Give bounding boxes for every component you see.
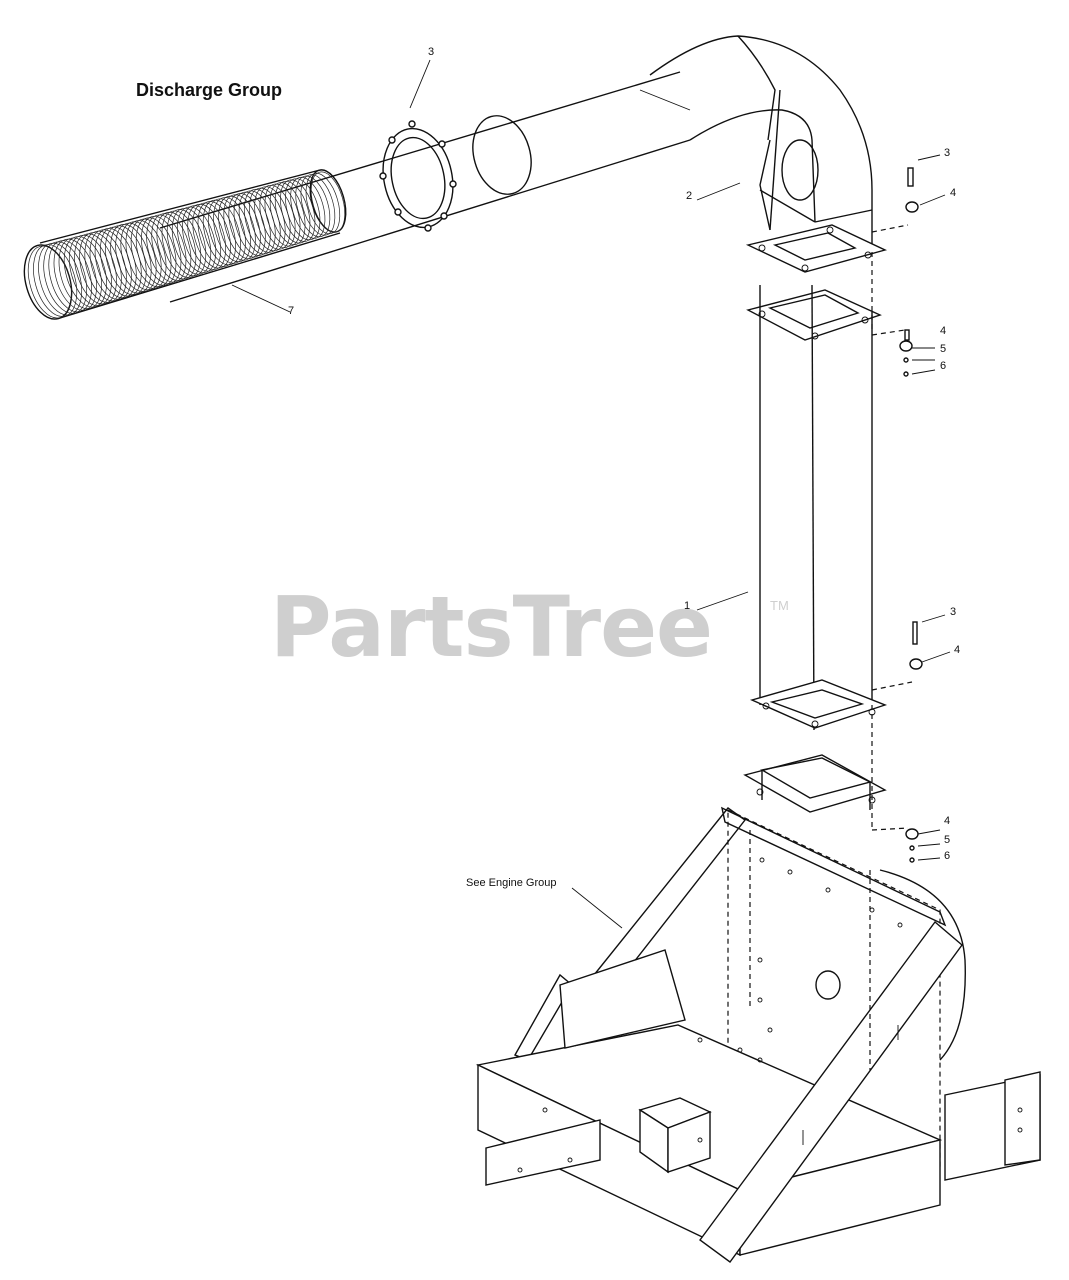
- hose-coil: [197, 201, 236, 267]
- hose-coil: [110, 224, 152, 294]
- hose-coil: [192, 202, 231, 269]
- hose-coil: [53, 238, 97, 311]
- watermark-trademark: TM: [770, 598, 789, 613]
- engine-frame: [475, 806, 1041, 1263]
- hose-coil: [207, 198, 246, 264]
- callout-lockwasher-mid: 5: [940, 343, 947, 355]
- lower-adapter: [743, 754, 887, 813]
- alignment-lines: [871, 224, 913, 831]
- callout-nut-mid: 6: [940, 360, 947, 372]
- hose-coil: [135, 217, 177, 286]
- hose-coil: [305, 172, 341, 235]
- leader-lines: [231, 59, 951, 929]
- hose-coil: [161, 210, 202, 278]
- hose-coil: [213, 197, 251, 263]
- hose-coil: [156, 211, 197, 280]
- hose-coil: [125, 220, 167, 289]
- upper-gasket: [746, 289, 882, 341]
- discharge-tube: [159, 71, 691, 303]
- hose-coil: [202, 199, 241, 266]
- hose-coil: [310, 171, 346, 233]
- hose-coil: [280, 179, 316, 242]
- hose-coil: [151, 213, 192, 281]
- hose-coil: [74, 233, 117, 305]
- hose-coil: [295, 175, 331, 238]
- callout-nut-bottom: 6: [944, 850, 951, 862]
- hose-coil: [58, 237, 102, 309]
- hose-coil: [130, 218, 172, 288]
- callout-washer-upper: 4: [950, 187, 957, 199]
- hose-coil: [89, 229, 132, 300]
- hose-coil: [264, 183, 301, 247]
- flex-hose: [23, 169, 347, 320]
- callout-elbow: 2: [686, 190, 693, 202]
- vertical-chute: [749, 284, 888, 731]
- clamp-ring: [379, 120, 457, 232]
- hose-coil: [300, 174, 336, 236]
- hose-coil: [115, 222, 157, 292]
- hose-coil: [166, 209, 207, 277]
- hose-coil: [120, 221, 162, 291]
- hose-coil: [33, 244, 78, 317]
- hose-coil: [27, 245, 73, 319]
- hose-coil: [218, 195, 256, 261]
- hose-coil: [84, 230, 127, 302]
- hose-coil: [187, 203, 227, 270]
- callout-bolt-lower: 3: [950, 606, 957, 618]
- watermark-text: PartsTree: [270, 578, 713, 676]
- hose-coil: [38, 242, 83, 316]
- engine-group-note: See Engine Group: [466, 877, 557, 889]
- hose-coil: [68, 234, 112, 306]
- callout-chute: 1: [684, 600, 691, 612]
- callout-washer-mid: 4: [940, 325, 947, 337]
- hose-coil: [182, 205, 221, 272]
- hose-coil: [238, 190, 276, 255]
- hose-coil: [146, 214, 187, 283]
- hardware: [899, 167, 923, 863]
- callout-lockwasher-bottom: 5: [944, 834, 951, 846]
- callout-washer-lower: 4: [954, 644, 961, 656]
- callout-bolt-upper: 3: [944, 147, 951, 159]
- hose-coil: [63, 236, 107, 308]
- diagram-title: Discharge Group: [136, 80, 283, 100]
- hose-coil: [285, 178, 321, 241]
- callout-hose: 7: [288, 305, 295, 317]
- hose-coil: [79, 232, 122, 303]
- elbow-chute: [649, 35, 888, 273]
- hose-coil: [223, 194, 261, 260]
- callout-washer-bottom: 4: [944, 815, 951, 827]
- hose-coil: [177, 206, 217, 273]
- hose-coil: [141, 216, 182, 284]
- hose-coil: [274, 180, 311, 244]
- callout-clamp: 3: [428, 46, 435, 58]
- hose-coil: [43, 241, 88, 314]
- hose-coil: [171, 208, 212, 275]
- hose-coil: [269, 182, 306, 245]
- hose-coil: [290, 176, 326, 239]
- hose-coil: [233, 191, 271, 256]
- hose-coil: [228, 193, 266, 258]
- hose-coil: [48, 240, 92, 313]
